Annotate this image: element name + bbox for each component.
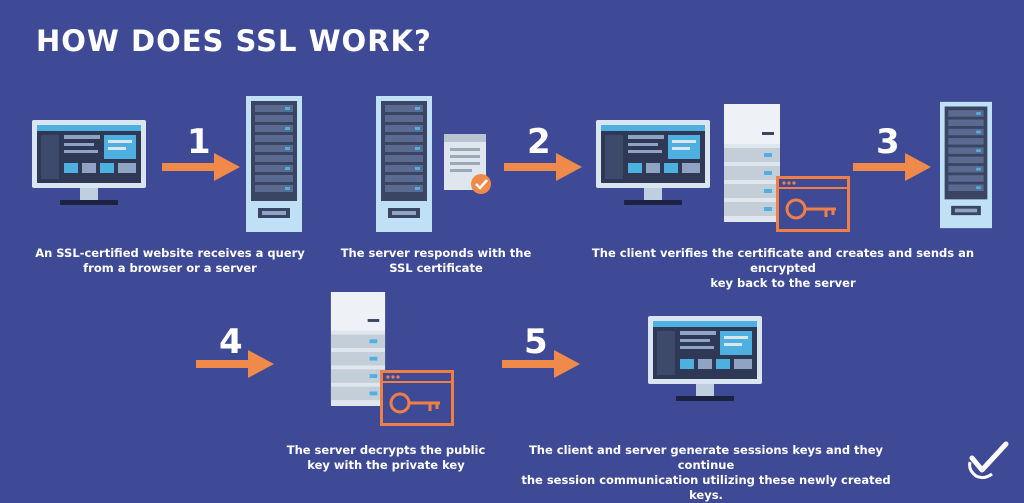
step-4-caption: The server decrypts the public key with … xyxy=(286,443,486,472)
monitor-icon xyxy=(594,118,714,210)
logo-check-icon xyxy=(964,440,1010,480)
step-number-3: 3 xyxy=(876,122,900,162)
arrow-right-icon xyxy=(853,153,931,181)
key-window-icon xyxy=(776,176,850,232)
monitor-icon xyxy=(30,118,150,210)
page-title: HOW DOES SSL WORK? xyxy=(36,24,432,58)
step-number-1: 1 xyxy=(187,122,211,162)
step-3-caption: The client verifies the certificate and … xyxy=(591,246,975,290)
key-window-icon xyxy=(380,370,454,426)
step-number-5: 5 xyxy=(524,322,548,362)
step-number-4: 4 xyxy=(219,322,243,362)
step-number-2: 2 xyxy=(527,122,551,162)
step-5-caption: The client and server generate sessions … xyxy=(521,443,891,502)
monitor-icon xyxy=(646,314,766,406)
server-rack-icon xyxy=(376,96,432,232)
checkmark-icon xyxy=(475,179,488,190)
arrow-right-icon xyxy=(502,350,580,378)
arrow-right-icon xyxy=(196,350,274,378)
step-2-caption: The server responds with the SSL certifi… xyxy=(340,246,532,275)
tower-server-icon xyxy=(330,292,386,406)
server-rack-icon xyxy=(246,96,302,232)
arrow-right-icon xyxy=(504,153,582,181)
tower-server-icon xyxy=(724,104,780,222)
certificate-icon xyxy=(442,134,494,196)
server-rack-icon xyxy=(940,98,992,232)
arrow-right-icon xyxy=(162,153,240,181)
step-1-caption: An SSL-certified website receives a quer… xyxy=(35,246,305,275)
